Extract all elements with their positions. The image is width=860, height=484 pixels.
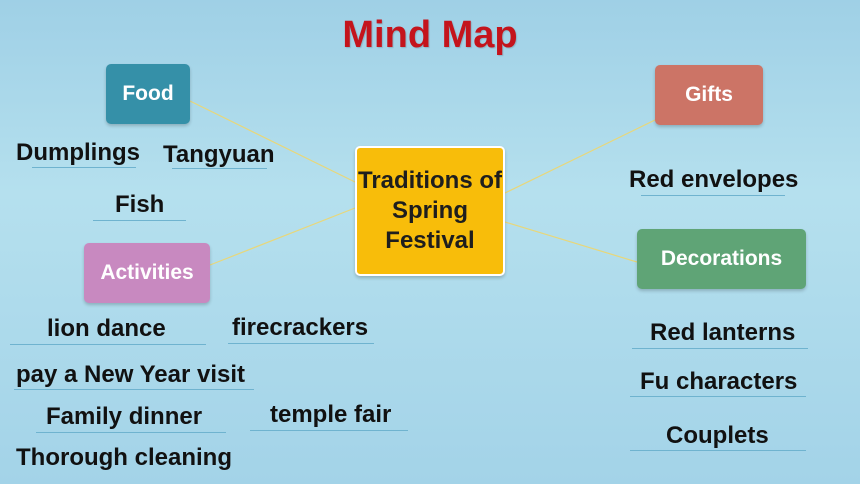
activities-item-family-dinner: Family dinner: [46, 403, 203, 430]
food-item-fish-underline: [93, 220, 186, 221]
food-item-dumplings-underline: [32, 167, 136, 168]
decorations-item-red-lanterns: Red lanterns: [650, 319, 796, 346]
food-item-fish: Fish: [115, 191, 165, 218]
activities-item-firecrackers: firecrackers: [232, 314, 369, 341]
gifts-item-red-envelopes-underline: [641, 195, 785, 196]
center-topic: Traditions of Spring Festival: [355, 146, 505, 276]
activities-item-new-year-visit: pay a New Year visit: [16, 361, 246, 388]
decorations-item-red-lanterns-underline: [632, 348, 808, 349]
activities-item-temple-fair-underline: [250, 430, 408, 431]
connector-decorations: [504, 221, 638, 263]
category-gifts: Gifts: [655, 65, 763, 125]
activities-item-new-year-visit-underline: [14, 389, 254, 390]
decorations-item-couplets-underline: [630, 450, 806, 451]
activities-item-firecrackers-underline: [228, 343, 374, 344]
activities-item-lion-dance-underline: [10, 344, 206, 345]
activities-item-family-dinner-underline: [36, 432, 226, 433]
activities-item-temple-fair: temple fair: [270, 401, 392, 428]
activities-item-lion-dance: lion dance: [47, 315, 166, 342]
decorations-item-fu-characters-underline: [630, 396, 806, 397]
decorations-item-fu-characters: Fu characters: [640, 368, 798, 395]
food-item-tangyuan: Tangyuan: [163, 141, 275, 168]
category-activities: Activities: [84, 243, 210, 303]
activities-item-thorough-cleaning: Thorough cleaning: [16, 444, 232, 471]
connector-gifts: [504, 119, 656, 194]
food-item-tangyuan-underline: [172, 168, 267, 169]
gifts-item-red-envelopes: Red envelopes: [629, 166, 799, 193]
category-food: Food: [106, 64, 190, 124]
connector-activities: [209, 207, 356, 266]
decorations-item-couplets: Couplets: [666, 422, 769, 449]
connector-food: [189, 100, 356, 183]
food-item-dumplings: Dumplings: [16, 139, 140, 166]
page-title: Mind Map: [342, 14, 518, 56]
category-decorations: Decorations: [637, 229, 806, 289]
